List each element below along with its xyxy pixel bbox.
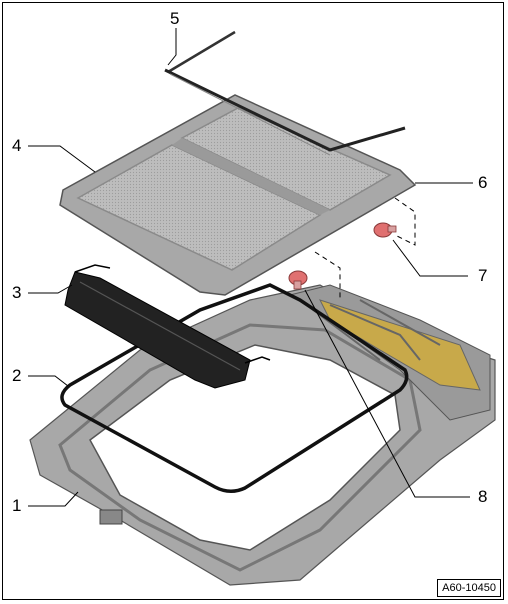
callout-8: 8 <box>478 487 488 506</box>
callout-1: 1 <box>12 496 22 515</box>
assembly-guide-lines <box>314 197 416 300</box>
callout-3: 3 <box>12 283 22 302</box>
guide-rail-part-5 <box>164 30 406 156</box>
callout-5: 5 <box>170 9 180 28</box>
callout-6: 6 <box>478 173 488 192</box>
reference-code: A60-10450 <box>437 579 501 597</box>
roof-frame-part-1 <box>29 284 496 586</box>
seal-part-2 <box>60 283 409 493</box>
rivet-part-7 <box>373 222 397 238</box>
callout-2: 2 <box>12 366 22 385</box>
callout-7: 7 <box>478 266 488 285</box>
wind-deflector-part-3 <box>64 264 271 389</box>
rivet-part-8 <box>288 270 308 290</box>
glass-panel-part-4 <box>59 94 417 296</box>
callout-4: 4 <box>12 136 22 155</box>
drawing-frame <box>2 2 504 600</box>
leader-lines <box>28 28 473 507</box>
